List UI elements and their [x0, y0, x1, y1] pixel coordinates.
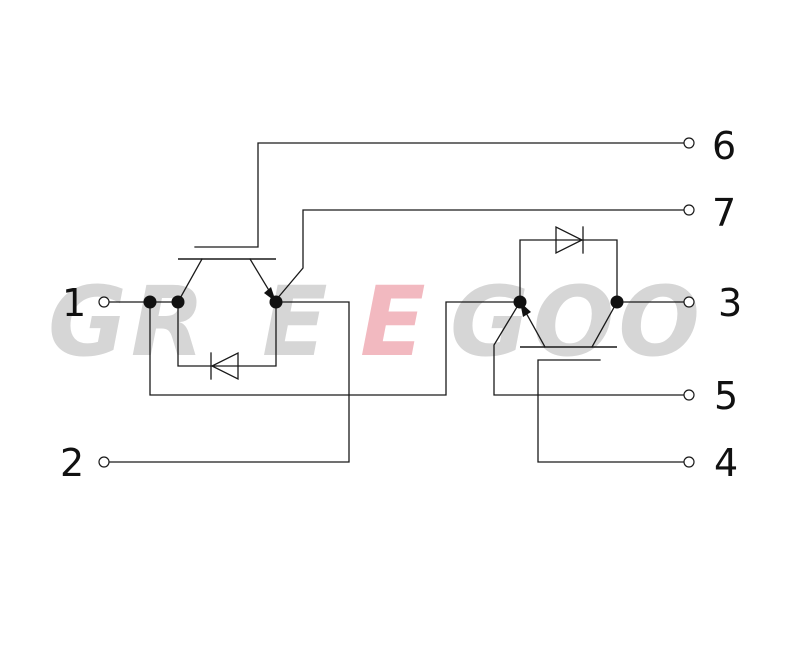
wire-pin2 — [108, 301, 350, 463]
igbt-left-collector — [177, 258, 203, 303]
pin-label-6: 6 — [712, 124, 736, 168]
pin-labels: 1 2 6 7 3 5 4 — [60, 124, 742, 485]
terminal-7 — [683, 204, 695, 216]
wire-pin5 — [493, 301, 684, 396]
terminal-1 — [98, 296, 110, 308]
wire-pin4 — [537, 359, 684, 463]
watermark-right: GOO — [450, 266, 704, 378]
terminal-5 — [683, 389, 695, 401]
watermark: GR E E GOO — [48, 266, 704, 378]
pin-label-2: 2 — [60, 441, 84, 485]
terminal-4 — [683, 456, 695, 468]
pin-label-1: 1 — [62, 281, 86, 325]
diode-right-body — [555, 225, 584, 255]
terminal-6 — [683, 137, 695, 149]
igbt-right-collector — [591, 301, 618, 348]
wire-cross-link — [149, 301, 521, 396]
watermark-accent: E — [360, 266, 430, 378]
pin-label-5: 5 — [714, 374, 738, 418]
pin-label-3: 3 — [718, 281, 742, 325]
watermark-mid: E — [262, 266, 332, 378]
junction-dot — [610, 295, 624, 309]
wire-pin7-emitter — [275, 209, 684, 301]
junction-dots — [143, 295, 624, 309]
diode-left-body — [210, 351, 239, 381]
pin-label-4: 4 — [714, 441, 738, 485]
wire-pin6-gate — [194, 142, 684, 248]
terminals — [98, 137, 695, 468]
terminal-2 — [98, 456, 110, 468]
junction-dot — [269, 295, 283, 309]
junction-dot — [171, 295, 185, 309]
wire-diode-right-loop — [519, 239, 618, 303]
right-igbt-wiring — [493, 225, 684, 463]
junction-dot — [513, 295, 527, 309]
pin-label-7: 7 — [712, 191, 736, 235]
junction-dot — [143, 295, 157, 309]
terminal-3 — [683, 296, 695, 308]
wire-diode-left-loop — [177, 301, 277, 367]
